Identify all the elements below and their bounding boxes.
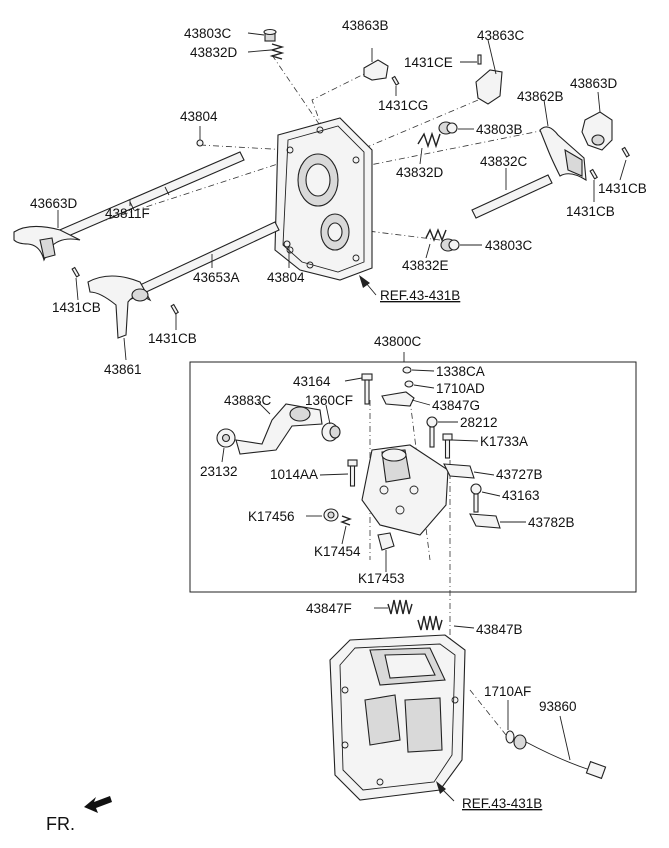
shift-lever-43883C[interactable] [235, 403, 323, 455]
front-direction-arrow [84, 796, 112, 813]
spring-43847B[interactable] [417, 615, 443, 631]
bolt-1014AA[interactable] [347, 459, 358, 487]
label-1431CB-l1: 1431CB [52, 300, 101, 315]
plug-43803C-mid[interactable] [440, 238, 460, 252]
label-43847F: 43847F [306, 601, 352, 616]
label-K1733A: K1733A [480, 434, 528, 449]
bolt-K1733A[interactable] [442, 433, 453, 459]
spring-43847F[interactable] [387, 599, 413, 615]
label-1710AD: 1710AD [436, 381, 485, 396]
shift-rod-43832C[interactable] [471, 174, 553, 219]
label-93860: 93860 [539, 699, 577, 714]
plug-43803B[interactable] [438, 121, 458, 135]
control-housing[interactable] [361, 444, 449, 536]
cap-K17453[interactable] [377, 532, 395, 551]
label-43863D: 43863D [570, 76, 618, 91]
label-43164: 43164 [293, 374, 331, 389]
switch-93860[interactable] [513, 734, 607, 780]
part-labels: 43803C 43832D 43863B 43863C 1431CE 1431C… [30, 18, 647, 834]
label-43811F: 43811F [105, 206, 150, 221]
label-1431CB-r2: 1431CB [566, 204, 615, 219]
label-43803C-top: 43803C [184, 26, 232, 41]
shift-rod-43811F[interactable] [54, 151, 245, 241]
shift-lug-43863B[interactable] [363, 59, 389, 81]
label-1431CB-r1: 1431CB [598, 181, 647, 196]
nut-1338CA[interactable] [402, 366, 412, 374]
shift-rod-43653A[interactable] [124, 221, 280, 301]
label-K17454: K17454 [314, 544, 361, 559]
pins-and-balls [71, 54, 630, 315]
label-43803C-mid: 43803C [485, 238, 533, 253]
spring-K17454[interactable] [340, 515, 352, 526]
label-K17456: K17456 [248, 509, 295, 524]
washer-23132[interactable] [216, 428, 236, 448]
label-1014AA: 1014AA [270, 467, 318, 482]
assembly-43800C-frame [189, 361, 637, 593]
bolt-28212[interactable] [426, 416, 438, 448]
label-1338CA: 1338CA [436, 364, 485, 379]
label-43782B: 43782B [528, 515, 575, 530]
lower-transmission-case[interactable] [329, 634, 466, 801]
label-43653A: 43653A [193, 270, 240, 285]
spring-43832D-mid[interactable] [417, 131, 441, 149]
ref-label-upper: REF.43-431B [380, 288, 460, 303]
spring-43832D-top[interactable] [269, 43, 285, 60]
bracket-43727B[interactable] [443, 463, 475, 479]
label-43803B: 43803B [476, 122, 523, 137]
gasket-1710AF[interactable] [505, 730, 515, 744]
label-43847B: 43847B [476, 622, 523, 637]
label-43800C: 43800C [374, 334, 422, 349]
bolt-43164[interactable] [361, 373, 373, 405]
label-28212: 28212 [460, 415, 498, 430]
label-1360CF: 1360CF [305, 393, 353, 408]
ref-arrow-upper [359, 275, 377, 296]
label-43804-mid: 43804 [267, 270, 305, 285]
label-43883C: 43883C [224, 393, 272, 408]
label-43861: 43861 [104, 362, 142, 377]
label-1431CE: 1431CE [404, 55, 453, 70]
ref-label-lower: REF.43-431B [462, 796, 542, 811]
shift-lug-43863C[interactable] [475, 69, 503, 105]
shift-fork-43663D[interactable] [13, 225, 81, 262]
label-43163: 43163 [502, 488, 540, 503]
label-43832D-top: 43832D [190, 45, 238, 60]
ring-1710AD[interactable] [404, 380, 414, 388]
shift-fork-43861[interactable] [87, 275, 152, 339]
plug-43803C-top[interactable] [263, 28, 277, 42]
upper-transmission-case[interactable] [274, 117, 373, 281]
label-43832D-mid: 43832D [396, 165, 444, 180]
label-1431CG: 1431CG [378, 98, 428, 113]
lever-43847G[interactable] [381, 391, 415, 407]
label-43862B: 43862B [517, 89, 564, 104]
label-43663D: 43663D [30, 196, 78, 211]
label-K17453: K17453 [358, 571, 405, 586]
spring-43832E[interactable] [425, 228, 447, 242]
label-1710AF: 1710AF [484, 684, 531, 699]
label-43863B: 43863B [342, 18, 389, 33]
bracket-43782B[interactable] [469, 513, 501, 529]
leader-lines [57, 32, 627, 761]
label-23132: 23132 [200, 464, 238, 479]
label-43863C: 43863C [477, 28, 525, 43]
label-43847G: 43847G [432, 398, 480, 413]
label-43832C: 43832C [480, 154, 528, 169]
label-43727B: 43727B [496, 467, 543, 482]
ref-arrow-lower [436, 781, 455, 802]
bolt-43163[interactable] [470, 483, 482, 513]
bushing-1360CF[interactable] [321, 422, 341, 442]
shift-fork-43862B[interactable] [539, 126, 587, 182]
seal-K17456[interactable] [323, 508, 339, 522]
label-43804-top: 43804 [180, 109, 218, 124]
label-1431CB-l2: 1431CB [148, 331, 197, 346]
front-direction-label: FR. [46, 814, 75, 834]
label-43832E: 43832E [402, 258, 449, 273]
shift-lug-43863D[interactable] [581, 111, 613, 151]
